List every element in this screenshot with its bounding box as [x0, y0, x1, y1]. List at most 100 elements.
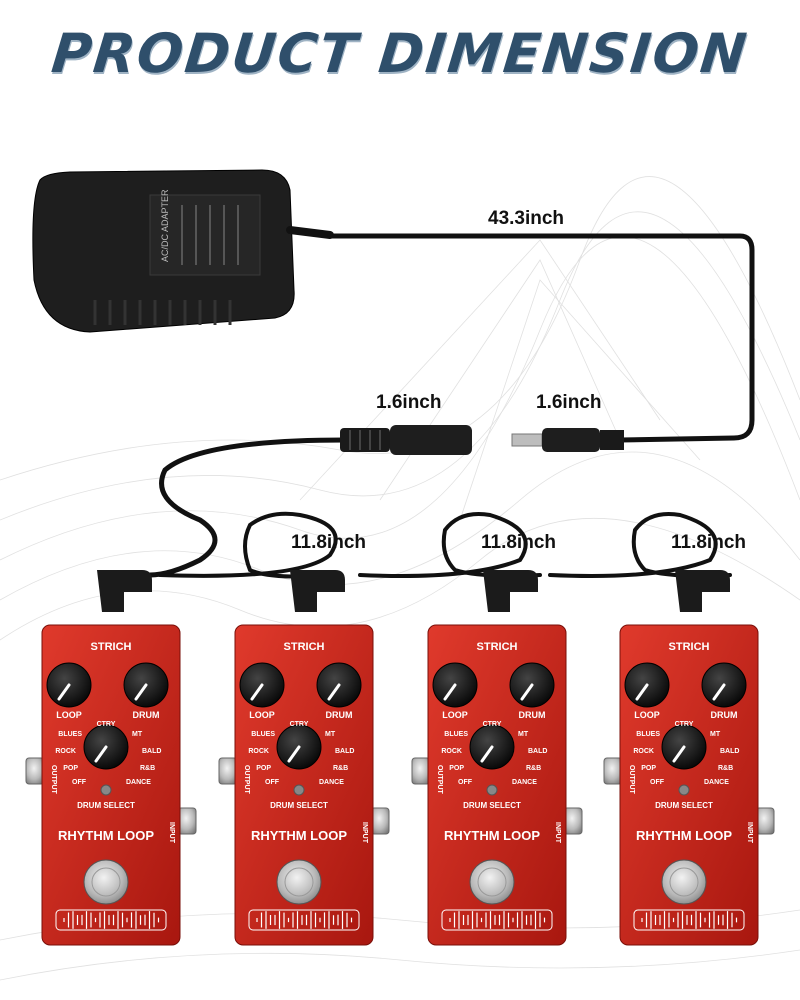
input-label: INPUT [746, 822, 753, 844]
knob-pointer [287, 745, 301, 763]
style-label: R&B [333, 765, 348, 772]
style-label: MT [518, 731, 529, 738]
style-label: DANCE [319, 779, 344, 786]
knob-pointer [672, 745, 686, 763]
dimension-plug-left: 1.6inch [376, 392, 442, 413]
pedal-name: RHYTHM LOOP [58, 828, 154, 843]
dc-jack-plug [675, 570, 730, 612]
pedal-brand: STRICH [91, 641, 132, 653]
drum-label: DRUM [326, 710, 353, 720]
footswitch [83, 859, 129, 905]
style-label: DANCE [512, 779, 537, 786]
style-label: CTRY [97, 721, 116, 728]
knob-pointer [635, 683, 649, 701]
daisy-cable-3 [548, 512, 732, 578]
style-label: BALD [335, 748, 354, 755]
style-label: ROCK [441, 748, 462, 755]
style-label: BLUES [636, 731, 660, 738]
style-label: DANCE [704, 779, 729, 786]
dc-plug-male [511, 428, 624, 452]
loop-label: LOOP [442, 710, 468, 720]
dc-jack-plug [97, 570, 152, 612]
output-jack [25, 757, 45, 785]
footswitch [661, 859, 707, 905]
output-label: OUTPUT [628, 765, 635, 795]
input-label: INPUT [361, 822, 368, 844]
dimension-daisy-2: 11.8inch [481, 532, 556, 553]
loop-label: LOOP [249, 710, 275, 720]
status-led [293, 784, 305, 796]
drum-label: DRUM [519, 710, 546, 720]
footswitch-ring [669, 867, 699, 897]
style-label: POP [256, 765, 271, 772]
daisy-cable-1 [158, 511, 342, 579]
style-label: BLUES [58, 731, 82, 738]
input-jack [177, 807, 197, 835]
style-label: POP [63, 765, 78, 772]
dc-jack-plug [290, 570, 345, 612]
main-cable [327, 233, 755, 443]
knob-pointer [250, 683, 264, 701]
knob-pointer [94, 745, 108, 763]
drum-select-label: DRUM SELECT [270, 801, 328, 810]
waveform-strip [55, 909, 167, 931]
style-label: BLUES [251, 731, 275, 738]
pedal-2: STRICH LOOP DRUM BLUES CTRY MT ROCK BALD POP R&B O… [218, 570, 390, 946]
waveform-strip [441, 909, 553, 931]
footswitch-ring [91, 867, 121, 897]
input-label: INPUT [168, 822, 175, 844]
pedal-brand: STRICH [284, 641, 325, 653]
style-label: OFF [650, 779, 665, 786]
style-label: R&B [526, 765, 541, 772]
waveform-strip [248, 909, 360, 931]
status-led [486, 784, 498, 796]
style-label: MT [132, 731, 143, 738]
style-label: BALD [528, 748, 547, 755]
output-jack [218, 757, 238, 785]
input-jack [755, 807, 775, 835]
style-label: R&B [140, 765, 155, 772]
style-label: MT [325, 731, 336, 738]
cables [147, 233, 755, 579]
footswitch [469, 859, 515, 905]
daisy-cable-2 [358, 512, 542, 578]
style-label: CTRY [483, 721, 502, 728]
footswitch-ring [284, 867, 314, 897]
style-label: ROCK [633, 748, 654, 755]
style-label: CTRY [290, 721, 309, 728]
style-label: ROCK [55, 748, 76, 755]
drum-select-label: DRUM SELECT [655, 801, 713, 810]
output-jack [603, 757, 623, 785]
knob-pointer [134, 683, 148, 701]
ac-adapter: AC/DC ADAPTER [32, 169, 334, 333]
output-label: OUTPUT [243, 765, 250, 795]
knob-pointer [520, 683, 534, 701]
loop-label: LOOP [56, 710, 82, 720]
drum-select-label: DRUM SELECT [463, 801, 521, 810]
dc-jack-plug [483, 570, 538, 612]
dimension-daisy-3: 11.8inch [671, 532, 746, 553]
status-led [678, 784, 690, 796]
knob-pointer [480, 745, 494, 763]
style-label: POP [641, 765, 656, 772]
footswitch-ring [477, 867, 507, 897]
style-label: BALD [142, 748, 161, 755]
style-label: BALD [720, 748, 739, 755]
adapter-label: AC/DC ADAPTER [160, 189, 170, 262]
pedal-name: RHYTHM LOOP [444, 828, 540, 843]
status-led [100, 784, 112, 796]
dimension-main-cable: 43.3inch [488, 208, 565, 229]
output-label: OUTPUT [50, 765, 57, 795]
dc-plug-female [340, 425, 472, 455]
pedal-brand: STRICH [477, 641, 518, 653]
style-label: OFF [72, 779, 87, 786]
pedal-name: RHYTHM LOOP [636, 828, 732, 843]
drum-select-label: DRUM SELECT [77, 801, 135, 810]
knob-pointer [327, 683, 341, 701]
pedal-row: STRICH LOOP DRUM BLUES CTRY MT ROCK BALD POP R&B O… [25, 570, 775, 946]
drum-label: DRUM [711, 710, 738, 720]
style-label: ROCK [248, 748, 269, 755]
